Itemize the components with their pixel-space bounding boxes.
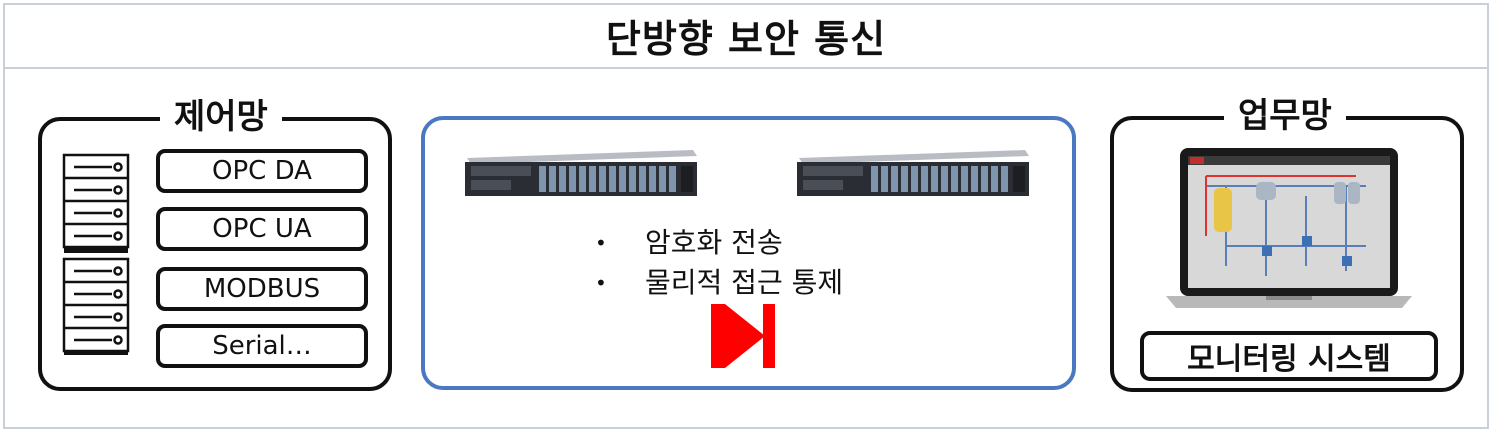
title-bar: 단방향 보안 통신	[3, 3, 1489, 69]
protocol-serial: Serial…	[156, 324, 368, 368]
monitoring-system-box: 모니터링 시스템	[1140, 331, 1438, 381]
rack-server-icon	[465, 150, 697, 196]
feature-physical-access: 물리적 접근 통제	[645, 266, 844, 299]
protocol-opc-da: OPC DA	[156, 149, 368, 193]
feature-encryption: 암호화 전송	[645, 226, 783, 259]
feature-item: •물리적 접근 통제	[595, 263, 843, 303]
protocol-modbus: MODBUS	[156, 267, 368, 311]
diagram-frame	[3, 3, 1489, 429]
feature-list: •암호화 전송 •물리적 접근 통제	[595, 223, 843, 303]
control-network-panel: 제어망	[38, 89, 392, 391]
business-network-panel: 업무망 모니터링 시스템	[1110, 88, 1464, 392]
diode-icon	[711, 304, 775, 368]
control-network-label: 제어망	[160, 89, 282, 145]
business-network-label: 업무망	[1224, 88, 1346, 144]
feature-item: •암호화 전송	[595, 223, 843, 263]
protocol-opc-ua: OPC UA	[156, 207, 368, 251]
one-way-gateway-panel: •암호화 전송 •물리적 접근 통제	[421, 116, 1076, 390]
diagram-title: 단방향 보안 통신	[605, 16, 887, 61]
laptop-monitor-icon	[1166, 148, 1412, 308]
server-rack-icon	[62, 153, 130, 355]
rack-server-icon	[797, 150, 1029, 196]
